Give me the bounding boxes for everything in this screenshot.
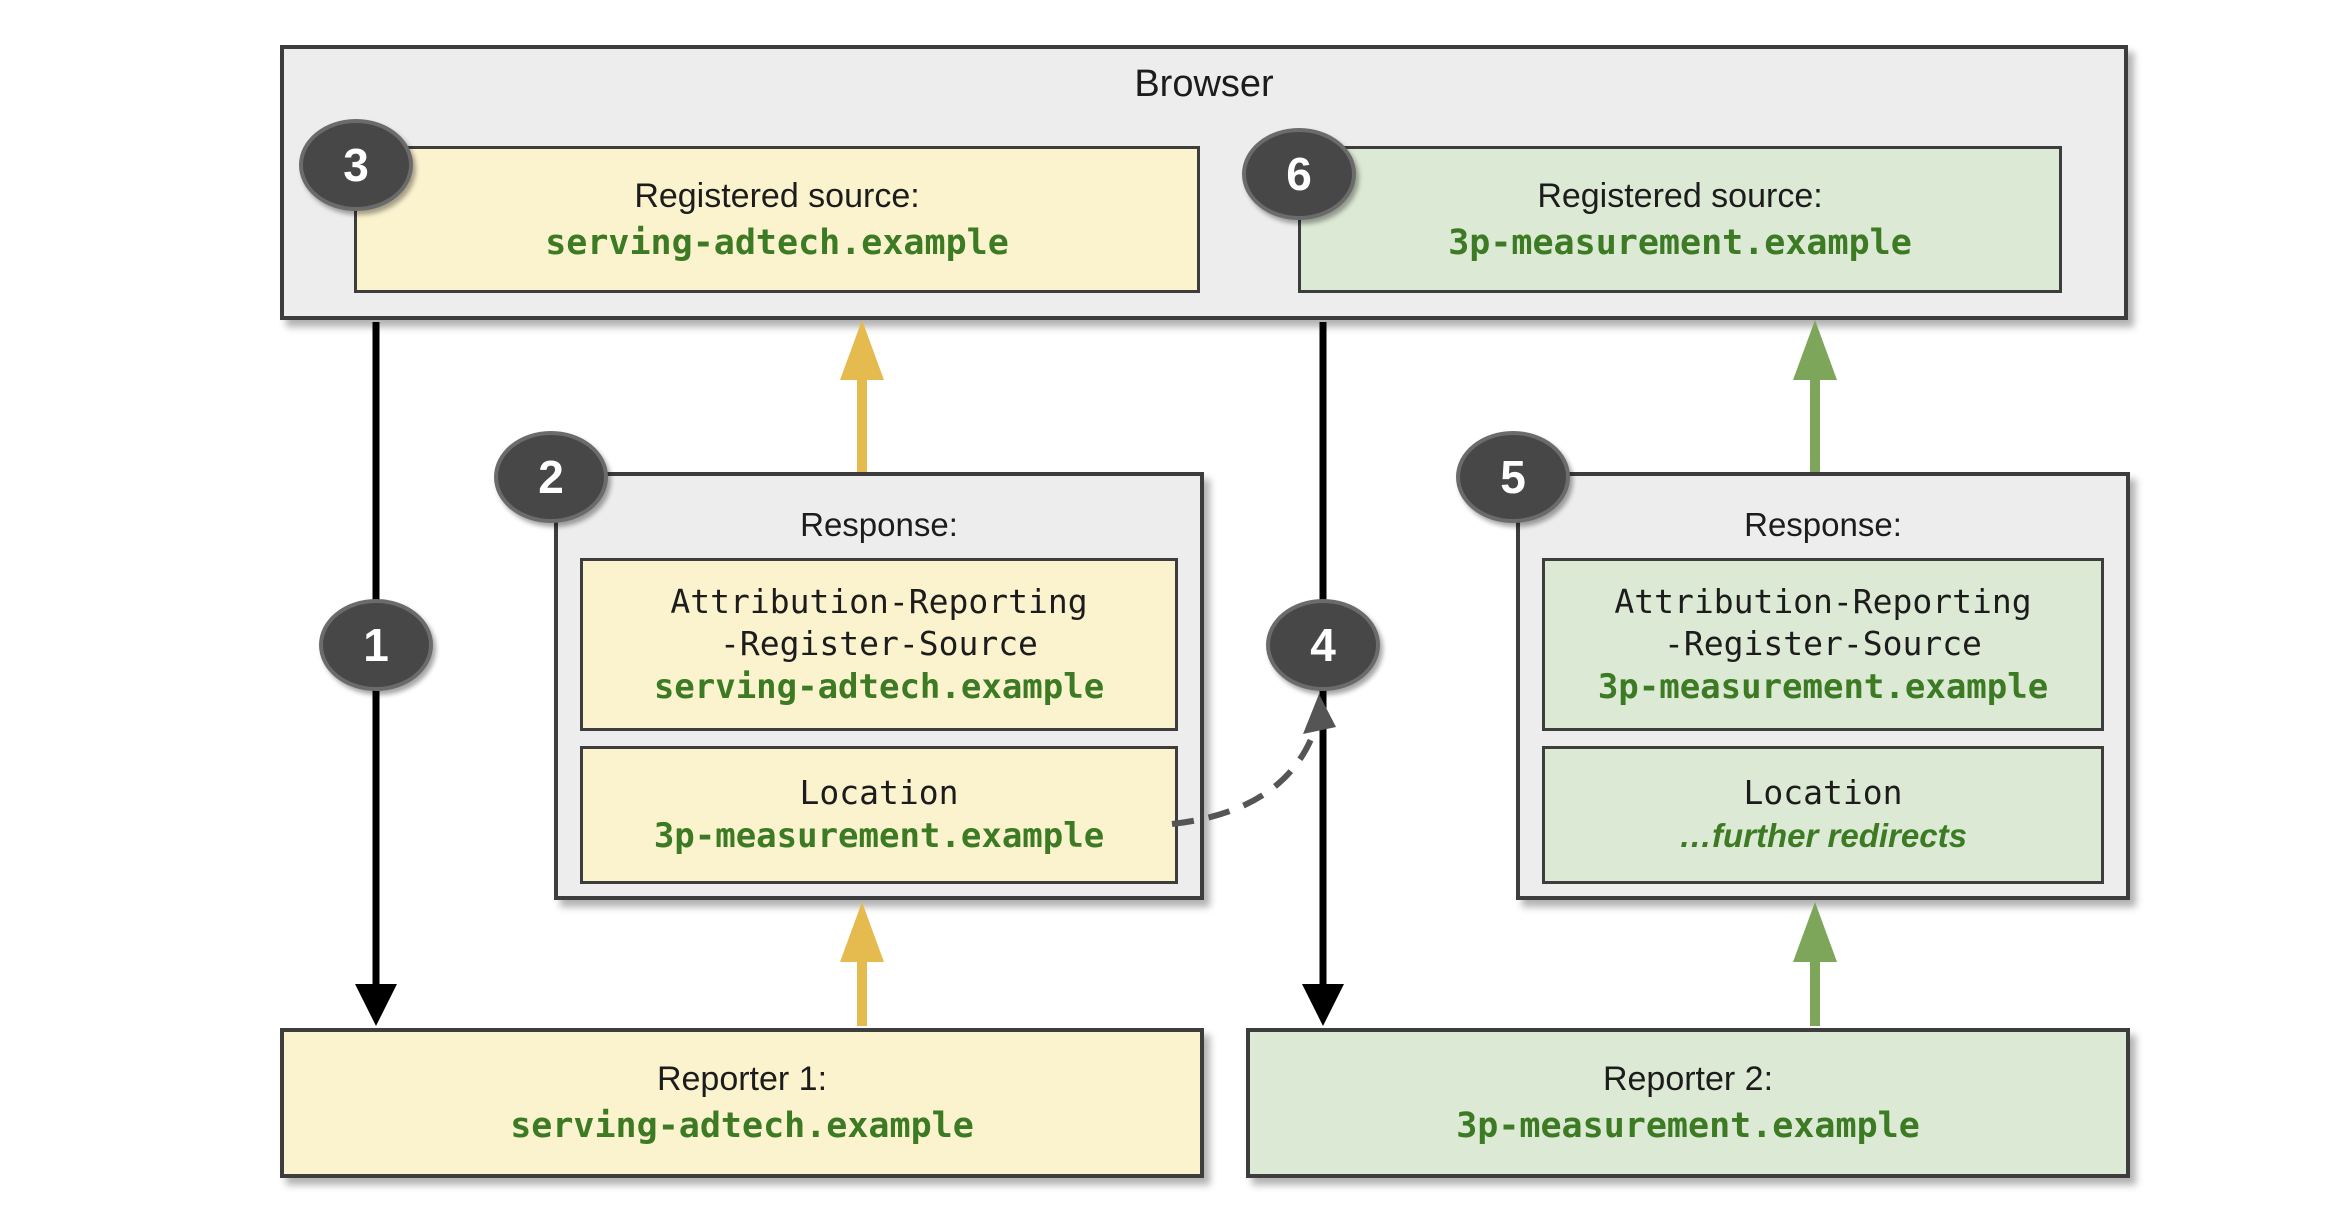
step-badge-4: 4	[1266, 599, 1380, 691]
response1-location-box: Location 3p-measurement.example	[580, 746, 1178, 884]
registered-source-label-2: Registered source:	[1537, 176, 1823, 215]
registered-source-domain-1: serving-adtech.example	[545, 222, 1009, 263]
registered-source-box-2: Registered source: 3p-measurement.exampl…	[1298, 146, 2062, 293]
response1-header-line1: Attribution-Reporting	[670, 581, 1088, 621]
step-badge-1: 1	[319, 599, 433, 691]
step-badge-3: 3	[299, 119, 413, 211]
black-arrow-4-head-icon	[1302, 984, 1344, 1026]
green-arrow-up-bottom-head-icon	[1793, 902, 1837, 962]
reporter2-label: Reporter 2:	[1602, 1060, 1774, 1098]
step-badge-2: 2	[494, 431, 608, 523]
yellow-arrow-up-bottom-head-icon	[840, 902, 884, 962]
response-label-2: Response:	[1744, 506, 1902, 543]
step-badge-6: 6	[1242, 128, 1356, 220]
dashed-redirect-head-icon	[1303, 694, 1336, 734]
step-badge-6-number: 6	[1286, 148, 1312, 200]
step-badge-5-number: 5	[1500, 451, 1526, 503]
response1-header-line2: -Register-Source	[720, 623, 1038, 663]
response2-location-box: Location …further redirects	[1542, 746, 2104, 884]
response1-header-value: serving-adtech.example	[653, 666, 1105, 707]
browser-title: Browser	[1134, 63, 1274, 105]
browser-panel: Browser Registered source: serving-adtec…	[280, 45, 2128, 320]
response2-location-name: Location	[1743, 773, 1903, 812]
reporter1-domain: serving-adtech.example	[510, 1106, 974, 1146]
reporter1-label: Reporter 1:	[656, 1060, 828, 1098]
response2-header-line2: -Register-Source	[1664, 623, 1982, 663]
response-label-1: Response:	[800, 506, 958, 543]
response1-location-name: Location	[799, 773, 959, 812]
black-arrow-1-head-icon	[355, 984, 397, 1026]
response1-location-value: 3p-measurement.example	[653, 816, 1105, 856]
yellow-arrow-up-top-head-icon	[840, 320, 884, 380]
step-badge-4-number: 4	[1310, 619, 1336, 671]
reporter-box-1: Reporter 1: serving-adtech.example	[280, 1028, 1204, 1178]
response-panel-2: Response: Attribution-Reporting -Registe…	[1516, 472, 2130, 900]
registered-source-label-1: Registered source:	[634, 176, 920, 215]
step-badge-2-number: 2	[538, 451, 564, 503]
response1-header-box: Attribution-Reporting -Register-Source s…	[580, 558, 1178, 731]
reporter-box-2: Reporter 2: 3p-measurement.example	[1246, 1028, 2130, 1178]
registered-source-box-1: Registered source: serving-adtech.exampl…	[354, 146, 1200, 293]
dashed-redirect-curve	[1171, 715, 1322, 827]
response2-header-line1: Attribution-Reporting	[1614, 581, 2032, 621]
response2-header-value: 3p-measurement.example	[1597, 666, 2049, 707]
step-badge-3-number: 3	[343, 139, 369, 191]
response2-header-box: Attribution-Reporting -Register-Source 3…	[1542, 558, 2104, 731]
response2-location-value: …further redirects	[1679, 817, 1967, 854]
reporter2-domain: 3p-measurement.example	[1456, 1106, 1920, 1146]
step-badge-5: 5	[1456, 431, 1570, 523]
green-arrow-up-top-head-icon	[1793, 320, 1837, 380]
step-badge-1-number: 1	[363, 619, 389, 671]
registered-source-domain-2: 3p-measurement.example	[1448, 222, 1912, 263]
response-panel-1: Response: Attribution-Reporting -Registe…	[554, 472, 1204, 900]
